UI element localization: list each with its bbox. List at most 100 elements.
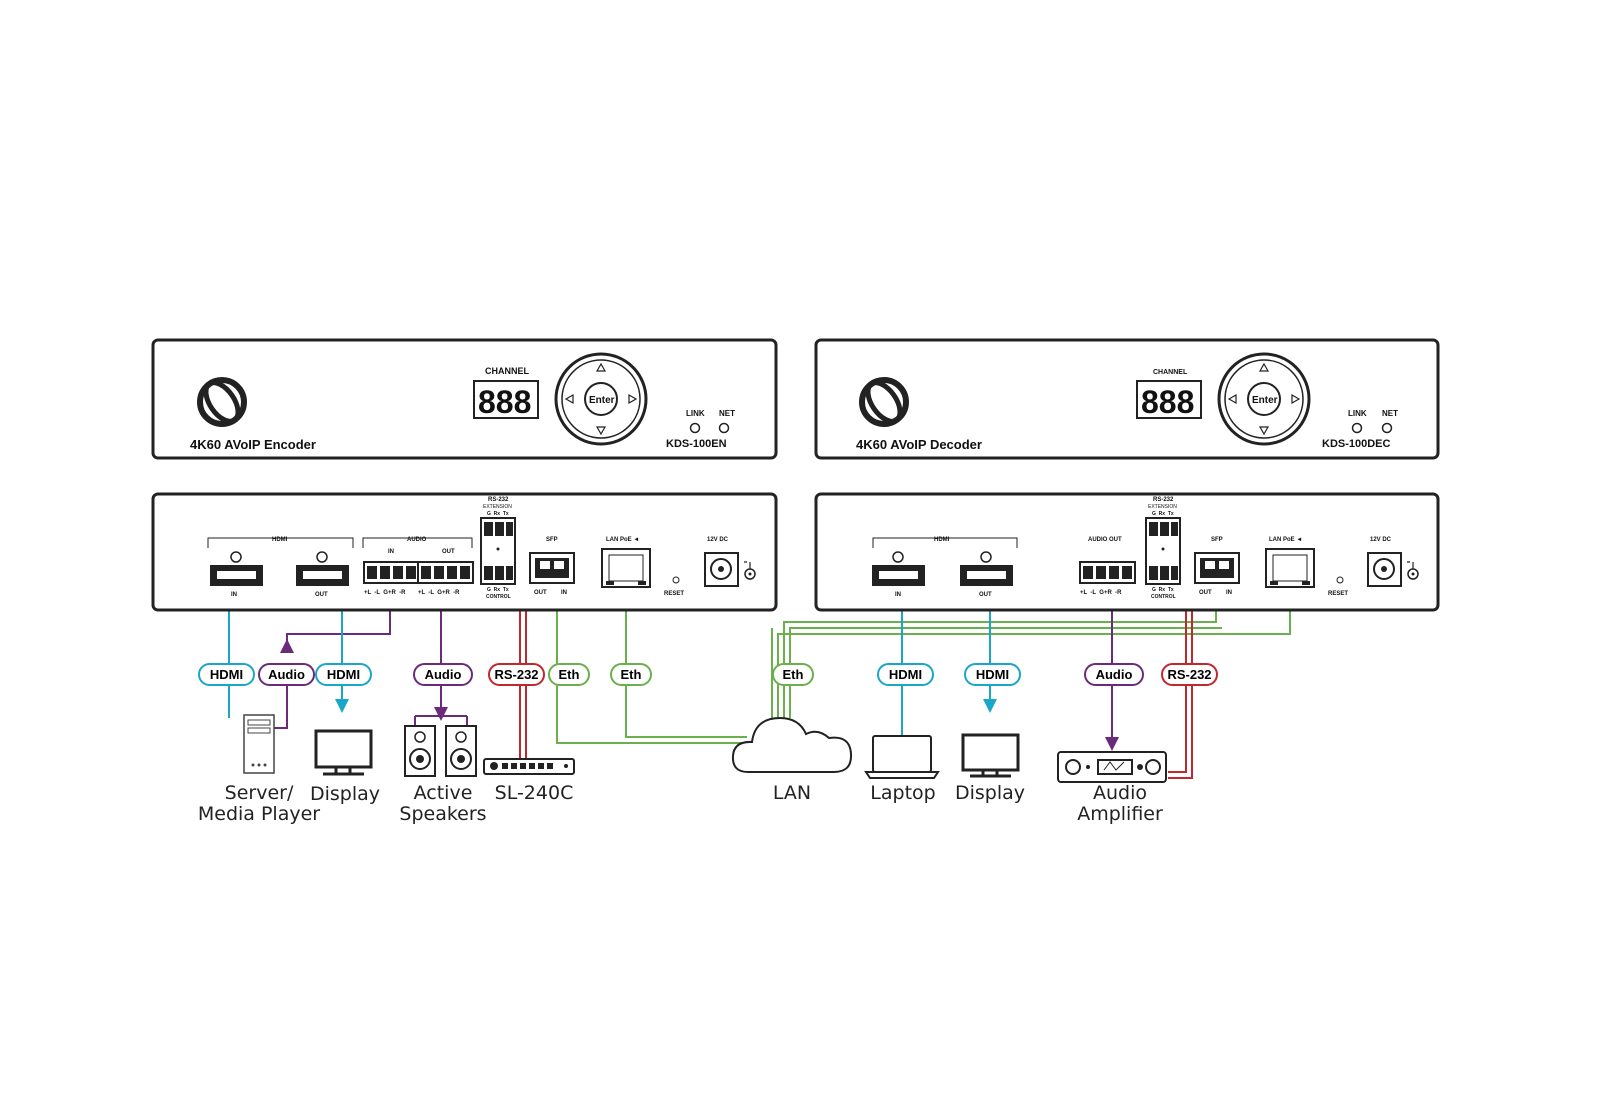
decoder-audio-pins: +L -L G+R -R: [1080, 590, 1122, 596]
label-laptop: Laptop: [870, 782, 935, 804]
encoder-hdmi-group-label: HDMI: [272, 537, 288, 543]
decoder-reset-button[interactable]: [1336, 576, 1344, 584]
decoder-hdmi-in-label: IN: [895, 592, 901, 598]
label-amplifier-line1: Audio: [1093, 782, 1147, 804]
label-sl240c: SL-240C: [495, 782, 574, 804]
encoder-hdmi-in-label: IN: [231, 592, 237, 598]
decoder-lan-port[interactable]: [1265, 548, 1315, 588]
encoder-enter-button[interactable]: Enter: [589, 395, 615, 406]
decoder-front-title: 4K60 AVoIP Decoder: [856, 437, 982, 452]
laptop-icon: [864, 735, 940, 779]
decoder-channel-label: CHANNEL: [1153, 369, 1188, 376]
decoder-sfp-port[interactable]: [1194, 552, 1240, 584]
decoder-lan-label: LAN PoE ◄: [1269, 537, 1302, 543]
label-speakers-line1: Active: [414, 782, 473, 804]
label-server-line2: Media Player: [198, 803, 320, 825]
encoder-control-pins: G Rx Tx: [487, 587, 509, 593]
encoder-dc-jack[interactable]: [704, 552, 739, 587]
decoder-sfp-label: SFP: [1211, 537, 1223, 543]
svg-text:HDMI: HDMI: [889, 667, 922, 682]
encoder-lan-label: LAN PoE ◄: [606, 537, 639, 543]
encoder-sfp-out-label: OUT: [534, 590, 547, 596]
encoder-rear-panel: HDMI IN OUT AUDIO IN OUT +L -L G+R -R: [151, 492, 778, 612]
encoder-model: KDS-100EN: [666, 438, 727, 450]
decoder-dc-label: 12V DC: [1370, 537, 1392, 543]
encoder-lan-port[interactable]: [601, 548, 651, 588]
pill-audio-decoder-out: Audio: [1084, 663, 1144, 686]
label-display-left: Display: [310, 783, 380, 805]
encoder-audio-out-label: OUT: [442, 549, 455, 555]
decoder-hdmi-out-port[interactable]: [960, 551, 1013, 586]
kramer-logo-icon: [197, 377, 247, 427]
cable-eth-sfp-to-lan: [556, 596, 747, 744]
encoder-sfp-label: SFP: [546, 537, 558, 543]
decoder-dc-jack[interactable]: [1367, 552, 1402, 587]
svg-text:HDMI: HDMI: [327, 667, 360, 682]
display-left-icon: [314, 729, 373, 776]
pill-rs232-encoder: RS-232: [488, 663, 545, 686]
decoder-nav-pad[interactable]: Enter: [1217, 352, 1311, 446]
encoder-channel-label: CHANNEL: [485, 366, 530, 376]
pill-hdmi-decoder-in: HDMI: [877, 663, 934, 686]
cloud-icon: [731, 716, 853, 773]
svg-text:Eth: Eth: [621, 667, 642, 682]
decoder-reset-label: RESET: [1328, 591, 1348, 597]
encoder-dc-label: 12V DC: [707, 537, 729, 543]
encoder-nav-pad[interactable]: Enter: [554, 352, 648, 446]
encoder-hdmi-out-port[interactable]: [296, 551, 349, 586]
encoder-rs232-title: RS-232: [488, 497, 509, 503]
decoder-rs232-pins-top: G Rx Tx: [1152, 511, 1174, 517]
encoder-audio-out-pins: +L -L G+R -R: [418, 590, 460, 596]
svg-text:Eth: Eth: [783, 667, 804, 682]
server-icon: [243, 714, 275, 774]
decoder-audio-group-label: AUDIO OUT: [1088, 537, 1122, 543]
label-amplifier-line2: Amplifier: [1077, 803, 1163, 825]
sl240c-icon: [483, 758, 575, 775]
dc-polarity-icon: [1407, 561, 1419, 580]
display-right-icon: [961, 733, 1020, 778]
decoder-rs232-terminal[interactable]: [1145, 517, 1181, 585]
encoder-audio-out-terminal[interactable]: [417, 561, 474, 584]
decoder-front-panel: 4K60 AVoIP Decoder CHANNEL 888 Enter LIN…: [814, 338, 1440, 460]
pill-rs232-decoder: RS-232: [1161, 663, 1218, 686]
encoder-link-led: [689, 422, 701, 434]
encoder-rs232-extension: EXTENSION: [483, 504, 512, 510]
encoder-reset-label: RESET: [664, 591, 684, 597]
svg-text:Audio: Audio: [1096, 667, 1133, 682]
encoder-audio-in-terminal[interactable]: [363, 561, 420, 584]
decoder-hdmi-in-port[interactable]: [872, 551, 925, 586]
encoder-audio-in-pins: +L -L G+R -R: [364, 590, 406, 596]
pill-eth-encoder-sfp: Eth: [548, 663, 590, 686]
svg-text:Eth: Eth: [559, 667, 580, 682]
decoder-enter-button[interactable]: Enter: [1252, 395, 1278, 406]
decoder-audio-out-terminal[interactable]: [1079, 561, 1136, 584]
decoder-rs232-extension: EXTENSION: [1148, 504, 1177, 510]
label-lan: LAN: [773, 782, 811, 804]
pill-audio-encoder-in: Audio: [258, 663, 315, 686]
signal-labels: HDMI Audio HDMI Audio RS-232 Eth Eth Et: [198, 663, 1218, 686]
svg-text:RS-232: RS-232: [1167, 667, 1211, 682]
encoder-hdmi-in-port[interactable]: [210, 551, 263, 586]
decoder-link-label: LINK: [1348, 409, 1367, 418]
label-display-right: Display: [955, 782, 1025, 804]
channel-display: 888: [1136, 380, 1202, 420]
kramer-logo-icon: [859, 377, 909, 427]
encoder-hdmi-out-label: OUT: [315, 592, 328, 598]
decoder-hdmi-group-label: HDMI: [934, 537, 950, 543]
encoder-rs232-pins-top: G Rx Tx: [487, 511, 509, 517]
encoder-rs232-terminal[interactable]: [480, 517, 516, 585]
encoder-net-led: [718, 422, 730, 434]
encoder-front-title: 4K60 AVoIP Encoder: [190, 437, 316, 452]
decoder-model: KDS-100DEC: [1322, 438, 1391, 450]
dc-polarity-icon: [744, 561, 756, 580]
encoder-sfp-port[interactable]: [529, 552, 575, 584]
encoder-front-panel: 4K60 AVoIP Encoder CHANNEL 888 Enter LIN…: [151, 338, 778, 460]
encoder-control-label: CONTROL: [486, 594, 511, 600]
svg-text:HDMI: HDMI: [210, 667, 243, 682]
encoder-reset-button[interactable]: [672, 576, 680, 584]
pill-hdmi-encoder-out: HDMI: [315, 663, 372, 686]
decoder-channel-digits: 888: [1141, 384, 1194, 420]
decoder-control-pins: G Rx Tx: [1152, 587, 1174, 593]
label-server-line1: Server/: [225, 782, 294, 804]
